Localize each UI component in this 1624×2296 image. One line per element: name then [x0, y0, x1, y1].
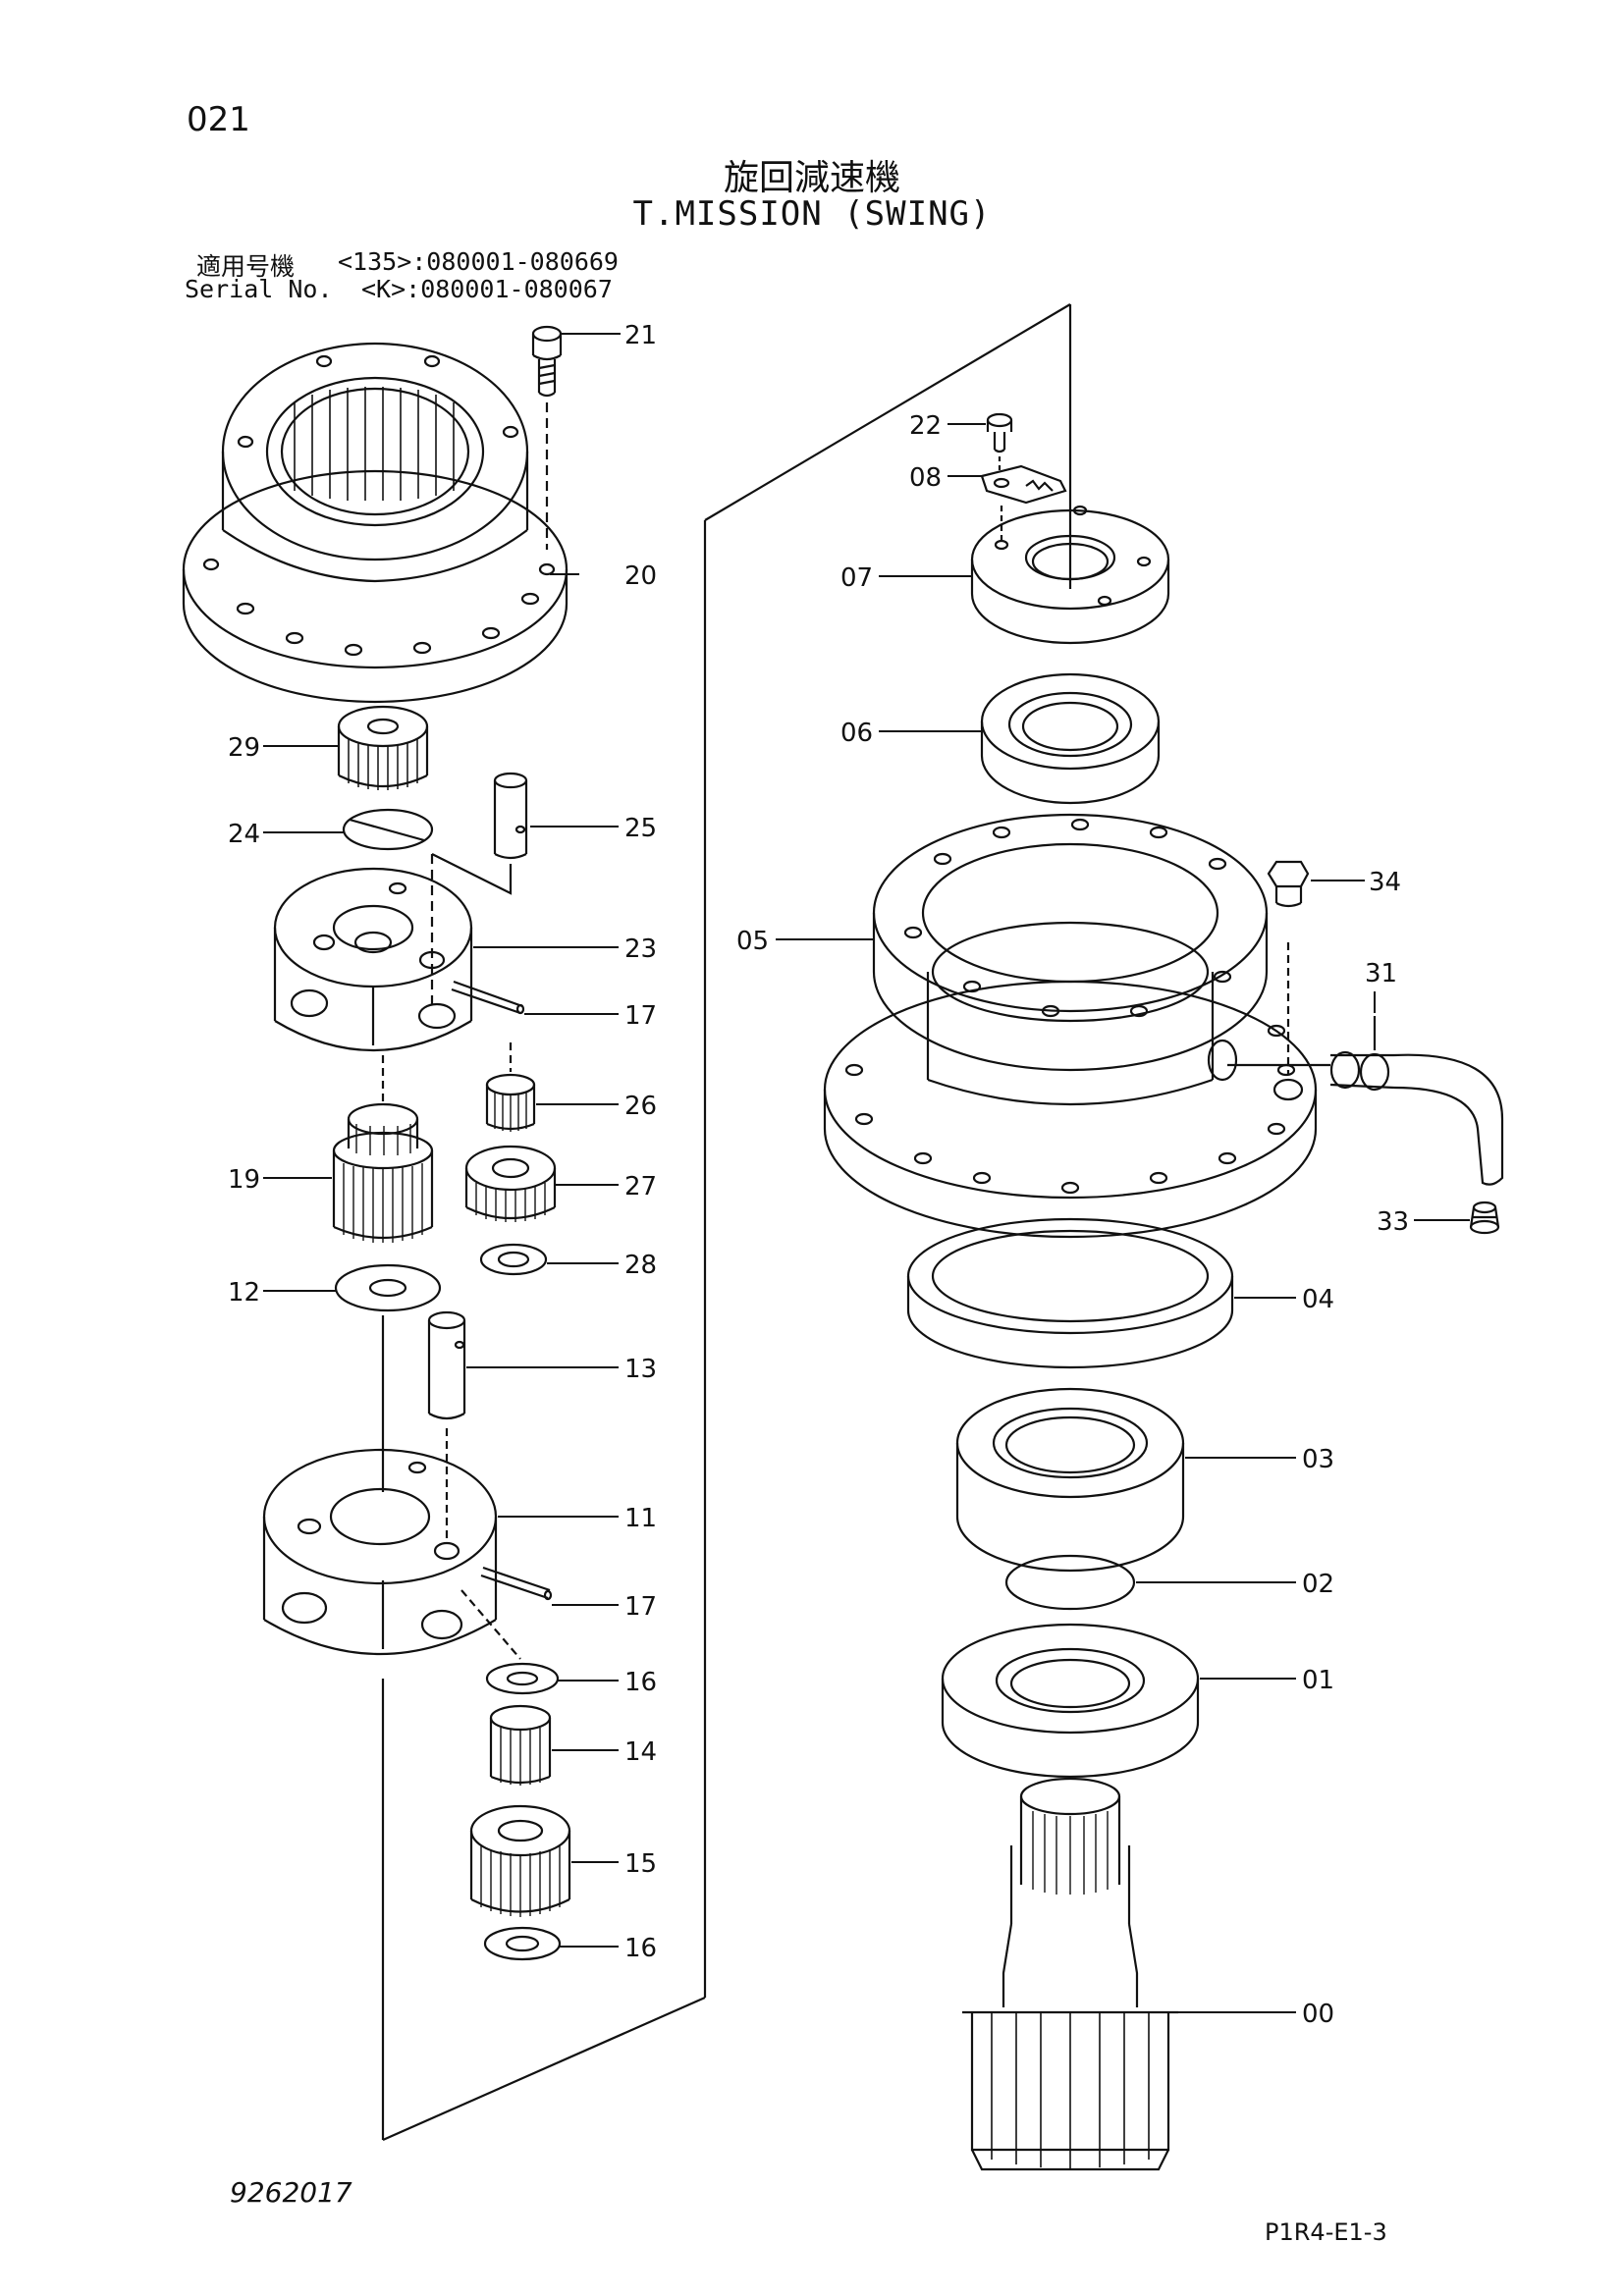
callout-28: 28: [624, 1251, 657, 1280]
part-21-bolt: [531, 325, 563, 550]
callout-17-upper: 17: [624, 1001, 657, 1031]
part-28-washer: [479, 1243, 548, 1276]
callout-13: 13: [624, 1355, 657, 1384]
callout-12: 12: [228, 1278, 260, 1308]
callout-22: 22: [909, 411, 942, 441]
callout-labels: 21 20 29 24 25 23 17 26 19 27 28 12 13 1…: [228, 321, 1409, 2029]
part-01-cover: [941, 1623, 1200, 1779]
callout-15: 15: [624, 1849, 657, 1879]
callout-23: 23: [624, 934, 657, 964]
callout-21: 21: [624, 321, 657, 350]
callout-16-upper: 16: [624, 1668, 657, 1697]
serial-range-k: <K>:080001-080067: [361, 275, 613, 303]
callout-20: 20: [624, 561, 657, 591]
part-33-plug: [1469, 1201, 1500, 1235]
callout-08: 08: [909, 463, 942, 493]
part-17-pin-lower: [480, 1566, 553, 1601]
part-22-bolt: [986, 412, 1013, 471]
part-05-housing: [823, 813, 1318, 1239]
callout-05: 05: [736, 927, 769, 956]
callout-03: 03: [1302, 1445, 1334, 1474]
part-24-washer: [342, 808, 434, 851]
part-26-needle-bearing: [485, 1042, 536, 1132]
part-08-lock-plate: [980, 464, 1067, 545]
callout-19: 19: [228, 1165, 260, 1195]
part-15-planet-gear: [469, 1804, 571, 1917]
serial-range-135: <135>:080001-080669: [338, 247, 619, 276]
callout-24: 24: [228, 820, 260, 849]
title-japanese: 旋回減速機: [723, 158, 900, 198]
callout-26: 26: [624, 1092, 657, 1121]
serial-label-english: Serial No.: [185, 275, 333, 303]
callout-16-lower: 16: [624, 1934, 657, 1963]
callout-11: 11: [624, 1504, 657, 1533]
part-19-sun-gear-shaft: [332, 1055, 434, 1243]
part-04-oil-seal: [906, 1217, 1234, 1369]
part-12-washer: [334, 1263, 442, 1492]
part-17-pin-upper: [451, 980, 525, 1015]
serial-label-japanese: 適用号機: [196, 252, 296, 281]
page-code: P1R4-E1-3: [1265, 2218, 1387, 2246]
leader-lines: [263, 333, 1470, 2013]
callout-25: 25: [624, 814, 657, 843]
callout-27: 27: [624, 1172, 657, 1201]
part-23-carrier-upper: [273, 853, 513, 1051]
drawing-number: 9262017: [230, 2176, 352, 2209]
callout-02: 02: [1302, 1570, 1334, 1599]
callout-33: 33: [1377, 1207, 1409, 1237]
part-02-o-ring: [1004, 1554, 1136, 1611]
page-number: 021: [187, 100, 250, 139]
part-00-pinion-shaft: [962, 1777, 1178, 2171]
part-25-pin: [493, 772, 528, 860]
left-assembly-guide: [381, 1679, 706, 2142]
callout-00: 00: [1302, 2000, 1334, 2029]
part-27-planet-gear: [464, 1145, 557, 1222]
part-16-washer-lower: [483, 1926, 562, 1961]
callout-01: 01: [1302, 1666, 1334, 1695]
part-06-bearing: [980, 672, 1161, 805]
part-13-pin: [427, 1310, 466, 1541]
part-03-bearing: [955, 1387, 1185, 1573]
part-31-pipe: [1227, 1016, 1504, 1186]
part-11-carrier-lower: [262, 1448, 498, 1655]
callout-06: 06: [840, 719, 873, 748]
part-29-sun-gear: [337, 705, 429, 790]
callout-31: 31: [1365, 959, 1397, 988]
callout-34: 34: [1369, 868, 1401, 897]
callout-04: 04: [1302, 1285, 1334, 1314]
part-16-washer-upper: [460, 1589, 560, 1695]
callout-29: 29: [228, 733, 260, 763]
part-14-needle-bearing: [489, 1704, 552, 1786]
callout-07: 07: [840, 563, 873, 593]
callout-17-lower: 17: [624, 1592, 657, 1622]
part-34-plug: [1267, 860, 1310, 908]
callout-14: 14: [624, 1737, 657, 1767]
part-20-ring-gear: [182, 342, 568, 704]
title-english: T.MISSION (SWING): [632, 194, 992, 234]
center-assembly-guide: [703, 303, 1072, 1998]
